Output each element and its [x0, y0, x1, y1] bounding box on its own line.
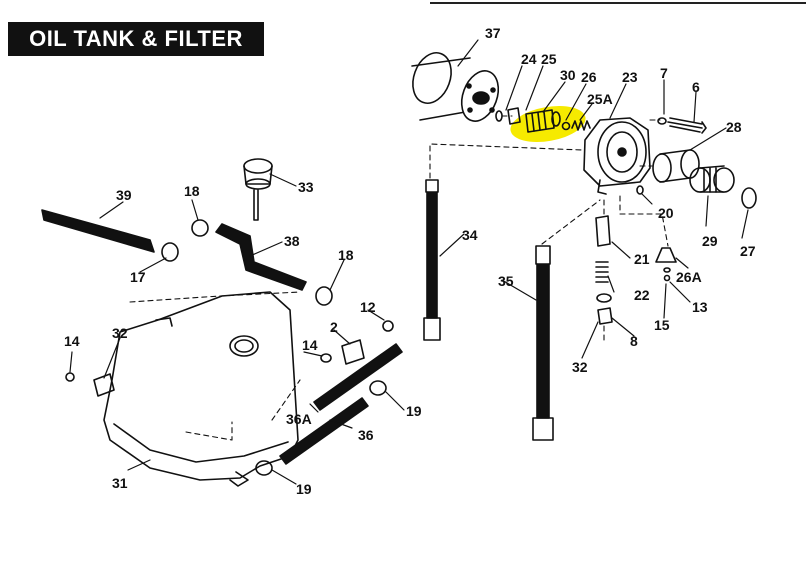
- oil-filter-canister: [411, 52, 500, 122]
- callout-19-b: 19: [296, 481, 312, 497]
- callout-7: 7: [660, 65, 668, 81]
- washer-13: [663, 267, 671, 273]
- nut-14-left: [65, 372, 75, 382]
- callout-28: 28: [726, 119, 742, 135]
- plug-29: [689, 165, 735, 193]
- oil-hose-34: [423, 179, 441, 341]
- callout-20: 20: [658, 205, 674, 221]
- callout-30: 30: [560, 67, 576, 83]
- callout-6: 6: [692, 79, 700, 95]
- callout-24: 24: [521, 51, 537, 67]
- callout-14: 14: [64, 333, 80, 349]
- check-ball-26: [561, 121, 571, 131]
- filler-cap-33: [243, 158, 273, 221]
- nut-14-right: [382, 320, 394, 332]
- adapter-28: [652, 149, 700, 183]
- cap-27: [741, 187, 757, 209]
- o-ring-24: [495, 110, 503, 122]
- spring-25A: [571, 120, 591, 131]
- callout-23: 23: [622, 69, 638, 85]
- washer-7: [657, 117, 667, 125]
- clamp-17: [161, 242, 179, 262]
- callout-33: 33: [298, 179, 314, 195]
- clamp-18: [191, 219, 209, 237]
- valve-21: [595, 215, 611, 247]
- mount-32-right: [341, 339, 365, 365]
- top-border-line: [430, 2, 806, 4]
- callout-26: 26: [581, 69, 597, 85]
- callout-34: 34: [462, 227, 478, 243]
- callout-18-b: 18: [338, 247, 354, 263]
- callout-35: 35: [498, 273, 514, 289]
- ball-15: [663, 274, 671, 282]
- clamp-18-lower: [315, 286, 333, 306]
- callout-18: 18: [184, 183, 200, 199]
- callout-8: 8: [630, 333, 638, 349]
- callout-32-b: 2: [330, 319, 338, 335]
- fitting-25: [507, 107, 521, 125]
- clamp-19-upper: [369, 380, 387, 396]
- oil-tank-31: [103, 291, 299, 487]
- callout-38: 38: [284, 233, 300, 249]
- ring-20: [636, 185, 644, 195]
- callout-26A: 26A: [676, 269, 702, 285]
- callout-labels: 37 24 25 30 26 25A 23 7 6 28 20 29 27 39…: [64, 25, 756, 497]
- callout-17: 17: [130, 269, 146, 285]
- leader-lines: [69, 39, 749, 485]
- callout-37: 37: [485, 25, 501, 41]
- washer-8: [596, 293, 612, 303]
- plug-2: [597, 307, 613, 325]
- callout-36: 36: [358, 427, 374, 443]
- oil-hose-35: [532, 245, 554, 441]
- hose-36: [279, 397, 369, 465]
- title-banner: [8, 22, 264, 56]
- callout-32: 32: [112, 325, 128, 341]
- callout-27: 27: [740, 243, 756, 259]
- callout-13: 13: [692, 299, 708, 315]
- callout-22: 22: [634, 287, 650, 303]
- filter-mount-23: [583, 117, 651, 195]
- callout-39: 39: [116, 187, 132, 203]
- callout-21: 21: [634, 251, 650, 267]
- callout-12: 14: [302, 337, 318, 353]
- callout-36A: 36A: [286, 411, 312, 427]
- callout-25: 25: [541, 51, 557, 67]
- callout-25A: 25A: [587, 91, 613, 107]
- callout-31: 31: [112, 475, 128, 491]
- alignment-lines: [129, 115, 669, 441]
- clamp-19-lower: [255, 460, 273, 476]
- callout-14-b: 12: [360, 299, 376, 315]
- callout-29: 29: [702, 233, 718, 249]
- diagram-title: OIL TANK & FILTER: [29, 26, 243, 51]
- hose-39: [41, 209, 155, 253]
- valve-26A: [655, 247, 677, 263]
- hose-38: [215, 223, 307, 291]
- hose-36A: [313, 343, 403, 411]
- callout-2: 32: [572, 359, 588, 375]
- washer-12: [320, 353, 332, 363]
- spring-22: [595, 261, 609, 283]
- bolt-6: [667, 117, 707, 134]
- callout-15: 15: [654, 317, 670, 333]
- callout-19: 19: [406, 403, 422, 419]
